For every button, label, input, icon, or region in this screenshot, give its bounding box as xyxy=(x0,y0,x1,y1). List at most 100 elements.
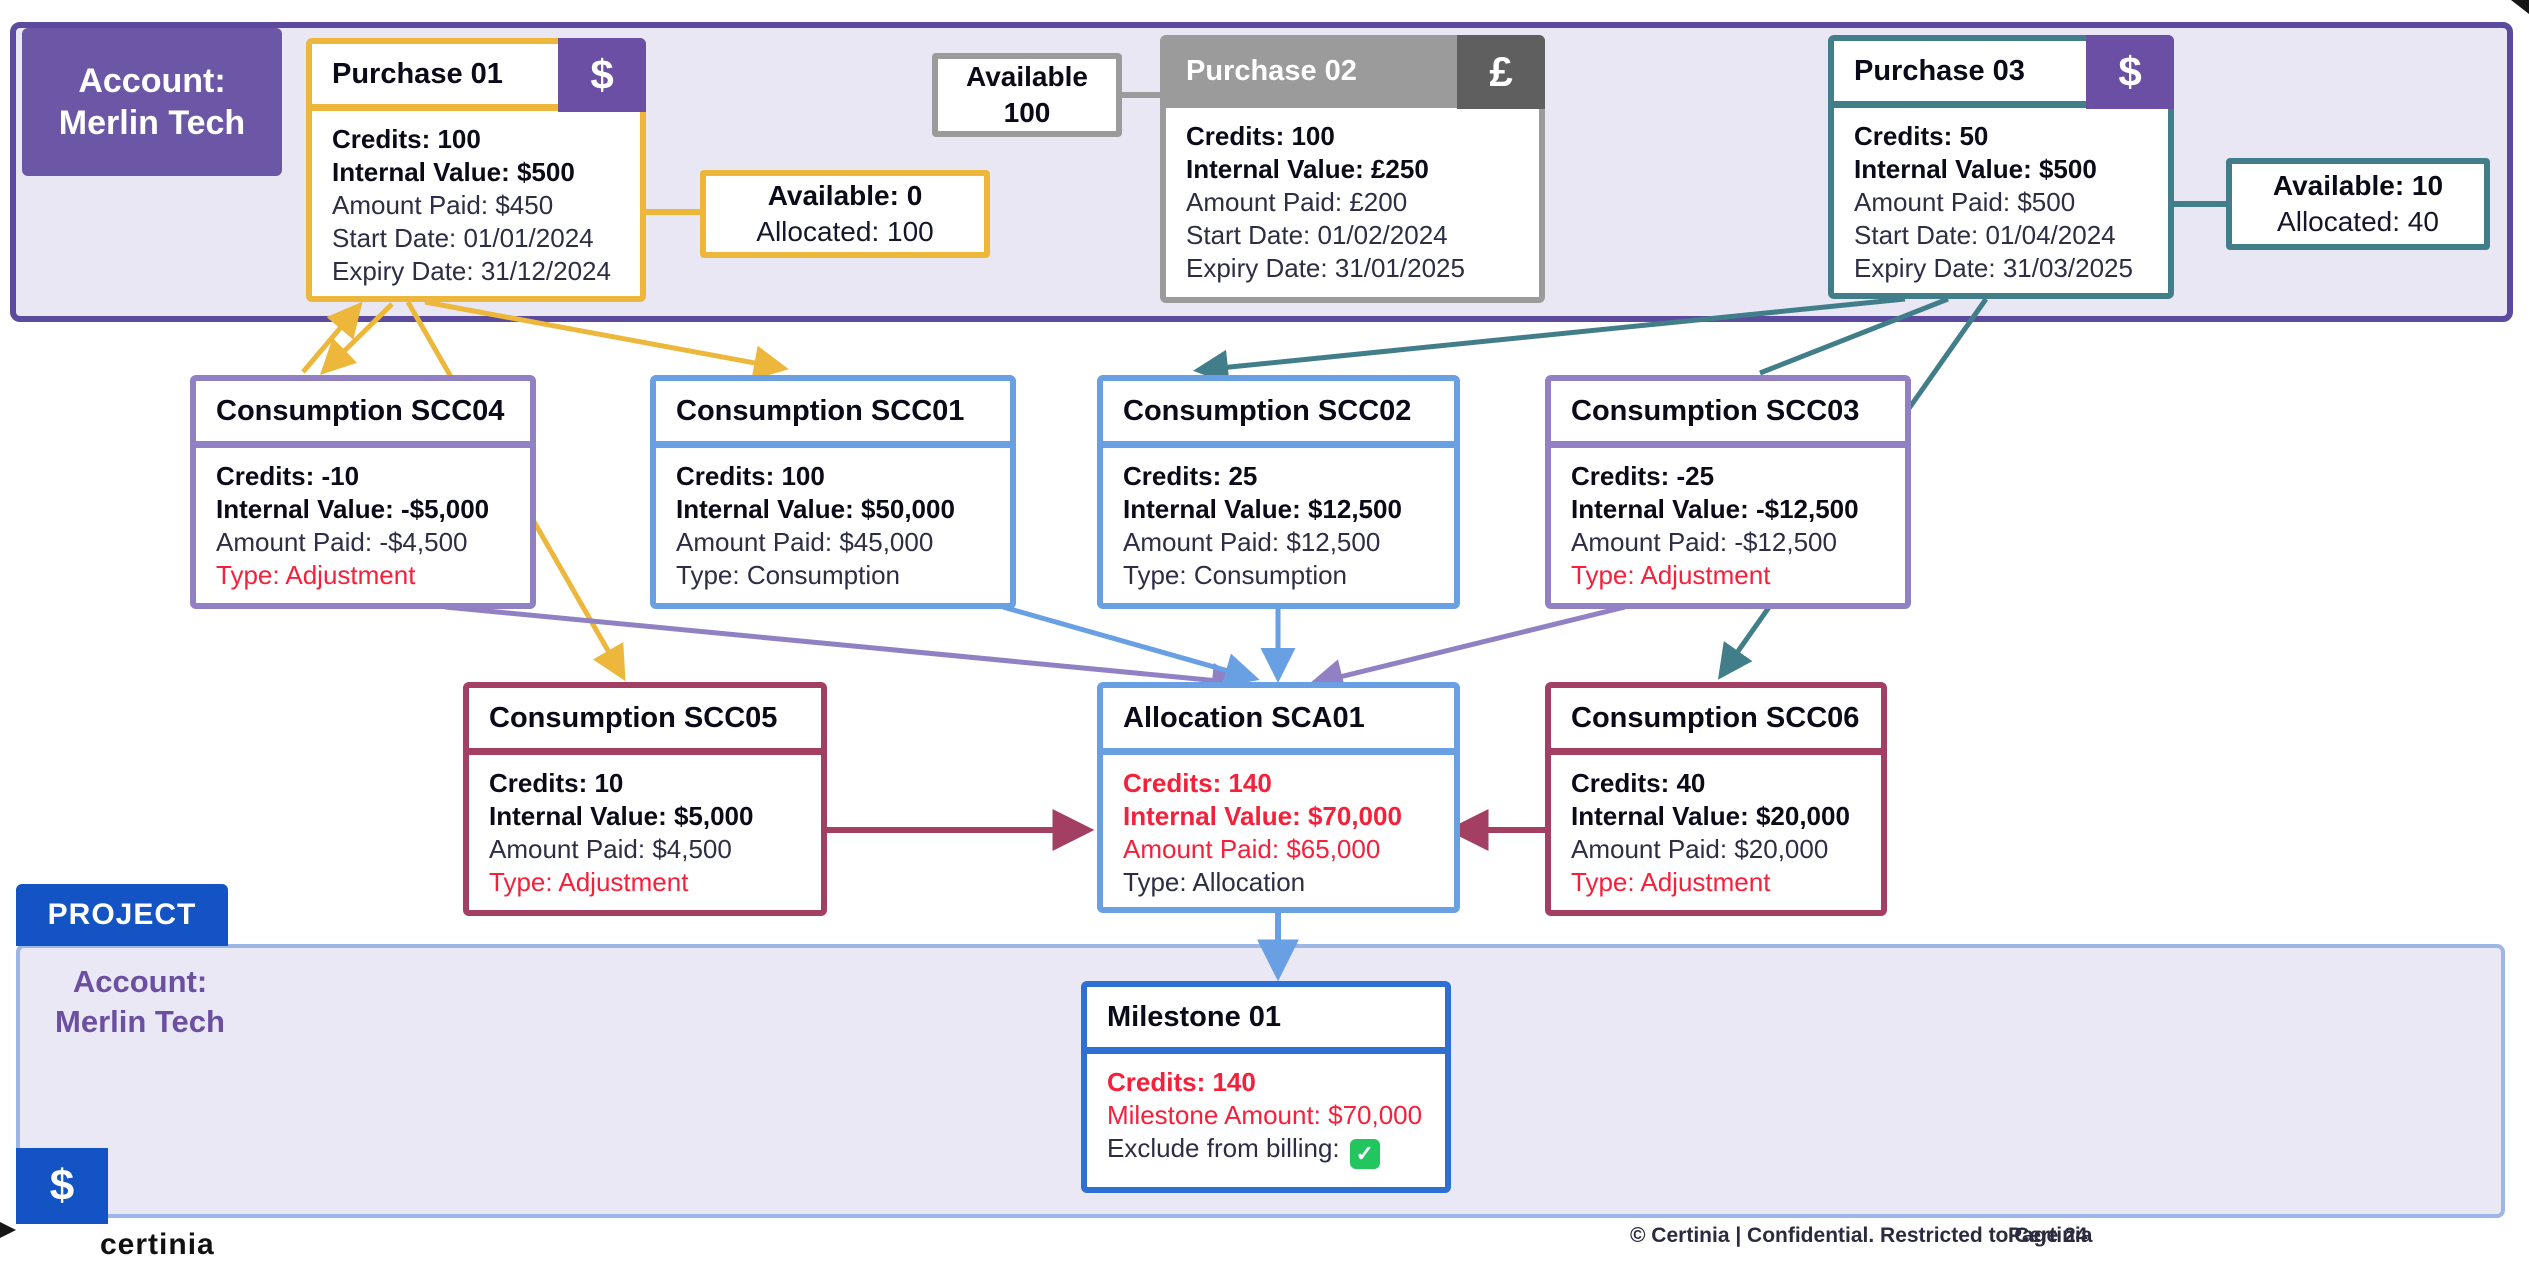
scc01-title: Consumption SCC01 xyxy=(676,394,965,427)
scc05-credits: Credits: 10 xyxy=(489,768,624,798)
certinia-logo: certinia xyxy=(100,1228,215,1261)
scc05-amount-paid: Amount Paid: $4,500 xyxy=(489,834,732,864)
project-account-label: Account: Merlin Tech xyxy=(30,962,250,1042)
scc05-type: Type: Adjustment xyxy=(489,867,689,897)
available100-box: Available 100 xyxy=(932,53,1122,137)
scc05-body: Credits: 10 Internal Value: $5,000 Amoun… xyxy=(469,755,821,909)
available10-box: Available: 10 Allocated: 40 xyxy=(2226,158,2490,250)
scc05-title: Consumption SCC05 xyxy=(489,701,778,734)
scc06-title: Consumption SCC06 xyxy=(1571,701,1860,734)
dollar-badge: $ xyxy=(2086,35,2174,109)
purchase-01-credits: Credits: 100 xyxy=(332,124,481,154)
arrow-scc01-to-sca01 xyxy=(1002,604,1260,688)
scc03-type: Type: Adjustment xyxy=(1571,560,1771,590)
footer-page-number: Page 24 xyxy=(2008,1224,2088,1247)
scc02-amount-paid: Amount Paid: $12,500 xyxy=(1123,527,1381,557)
dollar-badge: $ xyxy=(558,38,646,112)
purchase-02-expiry-date: Expiry Date: 31/01/2025 xyxy=(1186,253,1465,283)
scc04-internal-value: Internal Value: -$5,000 xyxy=(216,494,490,524)
scc02-header: Consumption SCC02 xyxy=(1103,381,1454,448)
purchase-02-card: Purchase 02 £ Credits: 100 Internal Valu… xyxy=(1160,35,1545,303)
purchase-03-start-date: Start Date: 01/04/2024 xyxy=(1854,220,2116,250)
scc04-credits: Credits: -10 xyxy=(216,461,360,491)
scc01-amount-paid: Amount Paid: $45,000 xyxy=(676,527,934,557)
scc06-header: Consumption SCC06 xyxy=(1551,688,1881,755)
purchase-01-body: Credits: 100 Internal Value: $500 Amount… xyxy=(312,111,640,298)
milestone-exclude-label: Exclude from billing: xyxy=(1107,1133,1340,1163)
sca01-title: Allocation SCA01 xyxy=(1123,701,1365,734)
milestone-body: Credits: 140 Milestone Amount: $70,000 E… xyxy=(1087,1054,1445,1179)
scc01-header: Consumption SCC01 xyxy=(656,381,1010,448)
purchase-01-start-date: Start Date: 01/01/2024 xyxy=(332,223,594,253)
scc04-header: Consumption SCC04 xyxy=(196,381,530,448)
scc06-credits: Credits: 40 xyxy=(1571,768,1706,798)
purchase-02-internal-value: Internal Value: £250 xyxy=(1186,154,1429,184)
arrow-scc04-to-sca01 xyxy=(444,604,1247,698)
scc01-type: Type: Consumption xyxy=(676,560,901,590)
scc01-internal-value: Internal Value: $50,000 xyxy=(676,494,955,524)
purchase-02-credits: Credits: 100 xyxy=(1186,121,1335,151)
consumption-scc04-card: Consumption SCC04 Credits: -10 Internal … xyxy=(190,375,536,609)
scc02-internal-value: Internal Value: $12,500 xyxy=(1123,494,1402,524)
scc06-type: Type: Adjustment xyxy=(1571,867,1771,897)
milestone-credits: Credits: 140 xyxy=(1107,1067,1256,1097)
scc03-body: Credits: -25 Internal Value: -$12,500 Am… xyxy=(1551,448,1905,602)
scc04-type: Type: Adjustment xyxy=(216,560,416,590)
available0-line1: Available: 0 xyxy=(767,180,923,211)
sca01-internal-value: Internal Value: $70,000 xyxy=(1123,801,1402,831)
scc05-internal-value: Internal Value: $5,000 xyxy=(489,801,754,831)
purchase-01-expiry-date: Expiry Date: 31/12/2024 xyxy=(332,256,611,286)
scc02-title: Consumption SCC02 xyxy=(1123,394,1412,427)
scc02-body: Credits: 25 Internal Value: $12,500 Amou… xyxy=(1103,448,1454,602)
checkbox-checked-icon: ✓ xyxy=(1349,1138,1380,1169)
project-account-line2: Merlin Tech xyxy=(55,1004,225,1039)
scc04-body: Credits: -10 Internal Value: -$5,000 Amo… xyxy=(196,448,530,602)
account-badge-line2: Merlin Tech xyxy=(58,104,246,142)
purchase-03-amount-paid: Amount Paid: $500 xyxy=(1854,187,2076,217)
scc03-amount-paid: Amount Paid: -$12,500 xyxy=(1571,527,1837,557)
purchase-03-credits: Credits: 50 xyxy=(1854,121,1989,151)
purchase-01-card: Purchase 01 $ Credits: 100 Internal Valu… xyxy=(306,38,646,302)
scc06-internal-value: Internal Value: $20,000 xyxy=(1571,801,1850,831)
purchase-02-header: Purchase 02 £ xyxy=(1166,35,1545,109)
consumption-scc01-card: Consumption SCC01 Credits: 100 Internal … xyxy=(650,375,1016,609)
project-tab-label: PROJECT xyxy=(47,898,197,931)
purchase-02-title: Purchase 02 xyxy=(1186,54,1357,87)
consumption-scc06-card: Consumption SCC06 Credits: 40 Internal V… xyxy=(1545,682,1887,916)
scc03-credits: Credits: -25 xyxy=(1571,461,1715,491)
scc02-type: Type: Consumption xyxy=(1123,560,1348,590)
consumption-scc03-card: Consumption SCC03 Credits: -25 Internal … xyxy=(1545,375,1911,609)
scc02-credits: Credits: 25 xyxy=(1123,461,1258,491)
purchase-02-body: Credits: 100 Internal Value: £250 Amount… xyxy=(1166,108,1539,295)
available10-line1: Available: 10 xyxy=(2272,170,2444,201)
project-account-line1: Account: xyxy=(72,964,208,999)
milestone-amount: Milestone Amount: $70,000 xyxy=(1107,1100,1423,1130)
purchase-03-card: Purchase 03 $ Credits: 50 Internal Value… xyxy=(1828,35,2174,299)
scc03-internal-value: Internal Value: -$12,500 xyxy=(1571,494,1859,524)
account-badge: Account: Merlin Tech xyxy=(22,28,282,176)
cursor-arrow-icon xyxy=(0,1222,16,1238)
purchase-01-amount-paid: Amount Paid: $450 xyxy=(332,190,554,220)
purchase-02-start-date: Start Date: 01/02/2024 xyxy=(1186,220,1448,250)
available10-line2: Allocated: 40 xyxy=(2277,206,2439,237)
scc03-title: Consumption SCC03 xyxy=(1571,394,1860,427)
scc05-header: Consumption SCC05 xyxy=(469,688,821,755)
sca01-type: Type: Allocation xyxy=(1123,867,1306,897)
milestone-01-card: Milestone 01 Credits: 140 Milestone Amou… xyxy=(1081,981,1451,1193)
purchase-03-expiry-date: Expiry Date: 31/03/2025 xyxy=(1854,253,2133,283)
dollar-icon: $ xyxy=(49,1161,75,1210)
purchase-02-amount-paid: Amount Paid: £200 xyxy=(1186,187,1408,217)
milestone-header: Milestone 01 xyxy=(1087,987,1445,1054)
purchase-03-header: Purchase 03 $ xyxy=(1834,35,2174,109)
sca01-credits: Credits: 140 xyxy=(1123,768,1272,798)
purchase-01-title: Purchase 01 xyxy=(332,57,503,90)
scc03-header: Consumption SCC03 xyxy=(1551,381,1905,448)
milestone-title: Milestone 01 xyxy=(1107,1000,1282,1033)
consumption-scc05-card: Consumption SCC05 Credits: 10 Internal V… xyxy=(463,682,827,916)
sca01-amount-paid: Amount Paid: $65,000 xyxy=(1123,834,1381,864)
scc04-title: Consumption SCC04 xyxy=(216,394,505,427)
available100-line1: Available xyxy=(966,61,1088,92)
available0-box: Available: 0 Allocated: 100 xyxy=(700,170,990,258)
scc01-credits: Credits: 100 xyxy=(676,461,825,491)
scc01-body: Credits: 100 Internal Value: $50,000 Amo… xyxy=(656,448,1010,602)
